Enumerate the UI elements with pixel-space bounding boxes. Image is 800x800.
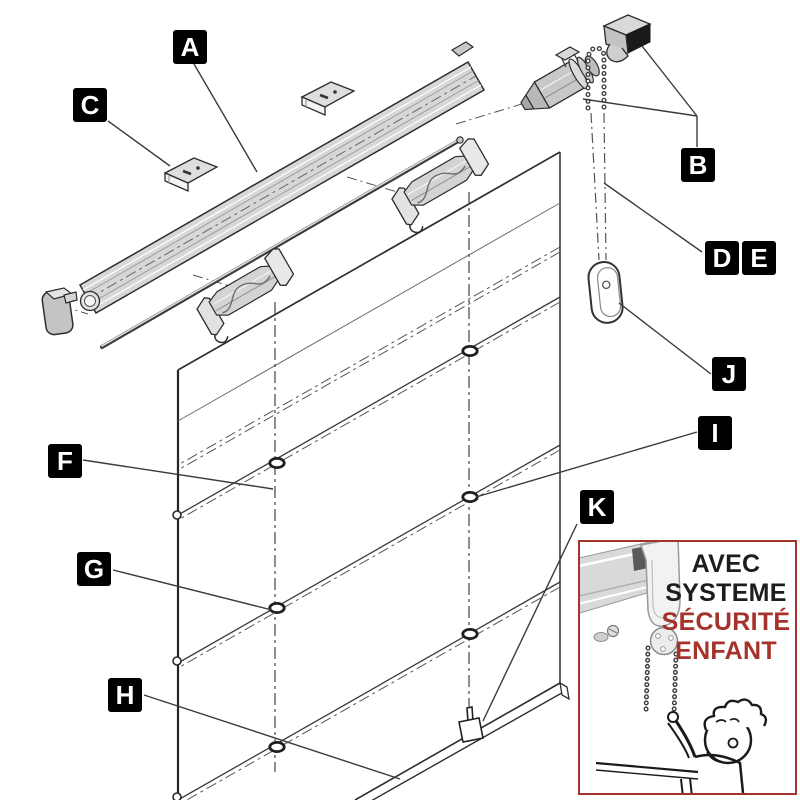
inset-title-line-2: SYSTEME: [665, 579, 787, 607]
mounting-bracket: [300, 81, 356, 116]
callout-e: E: [742, 241, 776, 275]
callout-b: B: [681, 148, 715, 182]
bottom-weight-bar: [354, 681, 570, 800]
bead-chain: [585, 45, 607, 261]
mounting-bracket: [163, 157, 219, 192]
child-safety-illustration: [580, 542, 768, 793]
chain-weight: [587, 261, 624, 324]
callout-c: C: [73, 88, 107, 122]
child-figure: [667, 698, 768, 793]
fabric-tunnel: [177, 296, 561, 521]
table: [595, 761, 699, 793]
callout-d: D: [705, 241, 739, 275]
inset-title-line-4: ENFANT: [675, 637, 777, 665]
drive-rod: [100, 136, 464, 349]
chain-drive-unit: [520, 46, 600, 111]
callout-j: J: [712, 357, 746, 391]
cord-winder-spool: [391, 138, 490, 234]
edge-eyelets: [172, 510, 182, 800]
fabric-tunnel: [177, 581, 561, 800]
inset-title-line-3: SÉCURITÉ: [661, 608, 791, 636]
cord-winder-spool: [196, 248, 295, 344]
fabric-panel: [172, 151, 570, 800]
callout-a: A: [173, 30, 207, 64]
callout-k: K: [580, 490, 614, 524]
rail-end-cap: [41, 287, 78, 336]
fabric-tunnel: [177, 444, 561, 669]
inset-title: AVEC SYSTEME SÉCURITÉ ENFANT: [658, 550, 794, 666]
callout-pointer-lines: [82, 45, 712, 780]
inset-title-line-1: AVEC: [691, 550, 761, 578]
chain-guide: [602, 14, 652, 63]
cord-clip: [458, 706, 484, 743]
headrail: [78, 41, 486, 315]
callout-f: F: [48, 444, 82, 478]
cord-rings: [268, 344, 479, 754]
callout-h: H: [108, 678, 142, 712]
callout-g: G: [77, 552, 111, 586]
callout-i: I: [698, 416, 732, 450]
child-safety-inset: AVEC SYSTEME SÉCURITÉ ENFANT: [578, 540, 797, 795]
